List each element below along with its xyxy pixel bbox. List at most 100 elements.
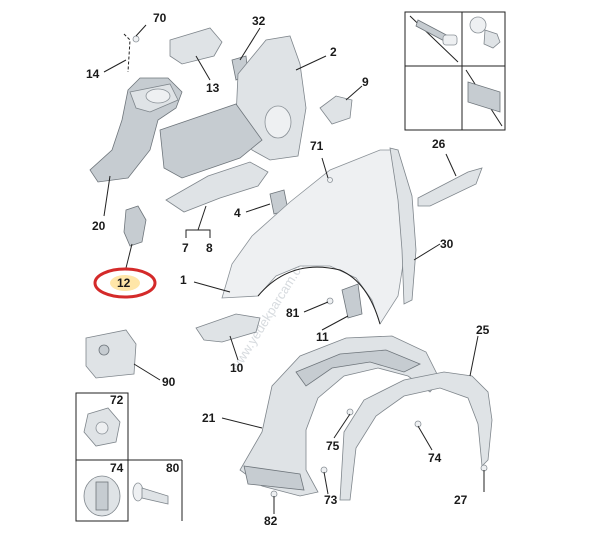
leader-71 [321,157,329,179]
callout-71: 71 [310,139,324,153]
callout-70: 70 [153,11,167,25]
leader-4 [245,203,271,213]
highlight-ring-12 [93,267,157,299]
leader-1 [193,281,231,293]
rail-7-8 [165,161,269,213]
liner-body [239,335,441,497]
callout-labels: 70 32 14 13 2 9 71 26 20 4 7 8 30 12 1 8… [86,11,490,528]
callout-11: 11 [316,330,329,344]
nut-72-bore [95,421,109,435]
callout-82: 82 [264,514,278,528]
clip-75 [346,408,354,416]
front-fender [221,149,407,325]
bracket-10 [195,313,261,343]
callout-72: 72 [110,393,124,407]
leader-13 [195,55,211,81]
apron-rail [159,103,263,179]
callout-4: 4 [234,206,241,220]
apron-structure [159,35,307,179]
callout-10: 10 [230,361,244,375]
leader-74 [417,425,433,451]
component-90 [85,329,137,379]
leader-26 [445,153,457,177]
leader-25 [469,335,479,377]
leader-32 [239,27,261,61]
leader-81 [303,301,329,313]
clip-74-core [95,481,109,511]
clip-head-icon [469,16,487,34]
bracket-13 [169,27,223,65]
leader-30 [413,243,441,261]
callout-20: 20 [92,219,106,233]
leader-90 [133,363,161,381]
bracket-11 [341,283,363,319]
callout-73: 73 [324,493,338,507]
bracket-9 [319,95,353,125]
leader-70 [135,24,147,37]
leader-9 [345,85,363,101]
pin-head-icon [442,34,458,46]
legend-frame [404,11,506,131]
callout-12: 12 [117,276,131,290]
callout-1: 1 [180,273,187,287]
bolt-70-axis [123,33,131,73]
component-90-port [98,344,110,356]
callout-30: 30 [440,237,454,251]
leader-11 [321,315,349,331]
highlight-fill-12 [110,275,140,291]
leader-lines [103,24,485,514]
leader-73 [323,471,329,495]
seal-30 [389,147,417,305]
screw-71 [327,177,333,183]
leader-21 [221,417,263,429]
callout-26: 26 [432,137,446,151]
callout-74-liner: 74 [428,451,442,465]
liner-rim [295,349,421,387]
rivet-80-shank [141,487,169,505]
leader-10 [229,335,239,361]
leader-75 [333,413,351,439]
strip-icon [467,81,501,113]
fender-panel [221,149,407,325]
leader-14 [103,59,127,73]
fastener-grid [75,392,183,522]
wheel-arch-liner [239,335,441,497]
legend-grid [404,11,506,131]
callout-81: 81 [286,306,300,320]
liner-lower [243,465,305,491]
callout-7: 7 [182,241,189,255]
callout-25: 25 [476,323,490,337]
fastener-frame-left [75,392,129,522]
leader-20 [103,175,111,217]
arch-molding-25 [339,371,493,501]
inner-wheelhouse-panel [89,77,183,183]
callout-14: 14 [86,67,100,81]
leader-2 [295,55,327,71]
callout-27: 27 [454,493,468,507]
callout-21: 21 [202,411,216,425]
bracket-12 [123,205,147,247]
fender-arch-edge [257,266,381,325]
callout-75: 75 [326,439,340,453]
apron-hole [264,105,292,139]
strut-mount [145,88,171,104]
clip-74 [414,420,422,428]
leader-7-8 [197,205,207,231]
callout-90: 90 [162,375,176,389]
clip-body-icon [483,29,501,49]
callout-8: 8 [206,241,213,255]
callout-74-fastener: 74 [110,461,124,475]
callout-32: 32 [252,14,266,28]
callout-13: 13 [206,81,220,95]
callout-80: 80 [166,461,180,475]
leader-12 [125,243,133,269]
bolt-70 [132,35,140,43]
screw-81 [326,297,334,305]
callout-2: 2 [330,45,337,59]
callout-9: 9 [362,75,369,89]
leader-7-8-bracket [185,229,211,238]
rivet-80-head [132,482,144,502]
trim-26 [417,167,483,207]
